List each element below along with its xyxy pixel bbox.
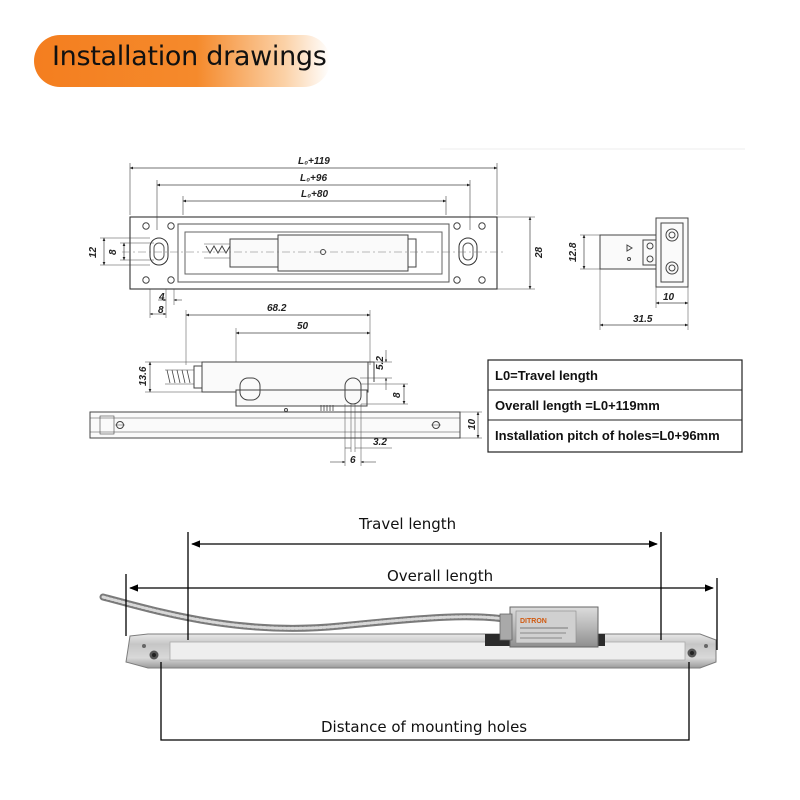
dim-8b: 8 — [158, 305, 164, 316]
dim-travel: L₀+80 — [301, 189, 328, 200]
dim-8-side: 8 — [392, 392, 403, 398]
dim-12: 12 — [88, 246, 99, 258]
overall-length-label: Overall length — [387, 567, 493, 585]
dim-5-2: 5.2 — [375, 356, 386, 370]
title-banner — [34, 35, 330, 87]
side-view-labels: 68.2 50 13.6 5.2 8 10 3.2 6 — [138, 303, 478, 466]
dim-28: 28 — [534, 246, 545, 259]
dim-8: 8 — [108, 249, 119, 255]
top-view — [100, 163, 535, 318]
end-view — [580, 217, 689, 330]
mounting-holes-label: Distance of mounting holes — [321, 718, 527, 736]
end-view-labels: 12.8 10 31.5 — [568, 242, 675, 325]
dim-4: 4 — [158, 292, 165, 303]
dim-50: 50 — [297, 321, 309, 332]
page-title: Installation drawings — [52, 41, 327, 72]
dim-12-8: 12.8 — [568, 242, 579, 262]
legend-row-pitch: Installation pitch of holes=L0+96mm — [495, 428, 720, 443]
dim-10: 10 — [663, 292, 675, 303]
legend-row-overall: Overall length =L0+119mm — [495, 398, 660, 413]
dim-13-6: 13.6 — [138, 366, 149, 386]
dim-pitch: L₀+96 — [300, 173, 327, 184]
product-photo: DITRON — [99, 593, 717, 669]
brand-label: DITRON — [520, 618, 547, 625]
travel-length-label: Travel length — [358, 515, 456, 533]
photo-labels: Travel length Overall length Distance of… — [321, 515, 527, 736]
legend-row-travel: L0=Travel length — [495, 368, 598, 383]
photo-dimensions — [125, 532, 718, 741]
side-view — [89, 310, 482, 466]
dim-68-2: 68.2 — [267, 303, 287, 314]
top-view-labels: L₀+119 L₀+96 L₀+80 12 8 28 4 8 — [88, 156, 545, 316]
dim-10-side: 10 — [467, 418, 478, 430]
legend-table: L0=Travel length Overall length =L0+119m… — [487, 359, 743, 453]
dim-overall-length: L₀+119 — [298, 156, 330, 167]
dim-6: 6 — [350, 455, 356, 466]
dim-3-2: 3.2 — [373, 437, 387, 448]
dim-31-5: 31.5 — [633, 314, 653, 325]
